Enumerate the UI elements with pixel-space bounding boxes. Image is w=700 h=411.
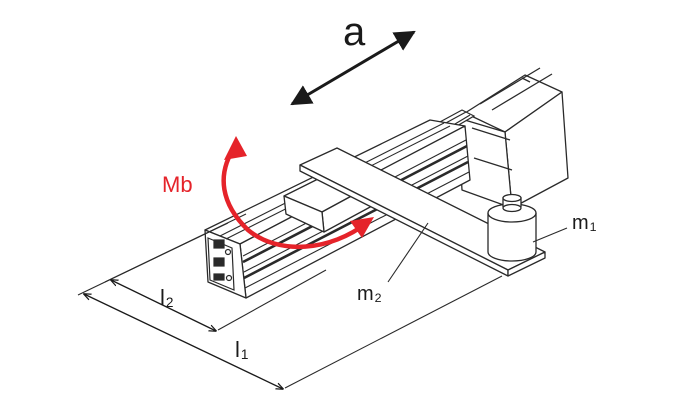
length1-symbol: l [235, 337, 240, 362]
moment-arrowhead-top [224, 136, 247, 160]
dimension-line-l1 [84, 294, 283, 389]
acceleration-symbol: a [343, 10, 366, 54]
length2-subscript: 2 [165, 295, 174, 311]
leader-m1 [532, 227, 568, 243]
moment-symbol: Mb [162, 172, 193, 197]
mass2-label: m2 [357, 284, 382, 305]
end-cap [207, 237, 235, 291]
length1-label: l1 [235, 339, 248, 362]
length2-label: l2 [160, 287, 173, 310]
cantilever-arm [299, 147, 546, 277]
length1-subscript: 1 [240, 347, 249, 363]
acceleration-arrow [290, 30, 416, 106]
mass2-subscript: 2 [374, 291, 382, 306]
moment-label: Mb [162, 174, 193, 196]
mass1-label: m1 [572, 213, 597, 234]
leader-m2 [387, 222, 429, 283]
mass1-subscript: 1 [589, 220, 597, 235]
motor-block [457, 67, 569, 209]
moment-arrow [221, 142, 371, 249]
mass1-symbol: m [572, 212, 589, 234]
acceleration-label: a [343, 12, 365, 52]
mass2-symbol: m [357, 283, 374, 305]
moment-arrowhead-bottom [350, 217, 374, 238]
cylinder-mass [487, 193, 537, 262]
length2-symbol: l [160, 285, 165, 310]
